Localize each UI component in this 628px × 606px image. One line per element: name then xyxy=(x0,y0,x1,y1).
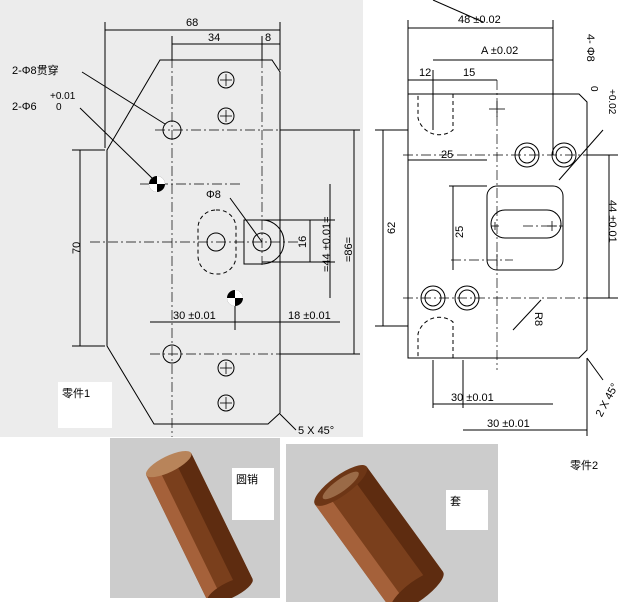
part1-label-text: 零件1 xyxy=(62,388,91,400)
slot-width: 16 xyxy=(297,236,309,248)
p2-radius: R8 xyxy=(532,312,544,326)
slot-dia: Φ8 xyxy=(206,189,221,201)
sleeve-label: 套 xyxy=(446,490,488,530)
p2-left-small: 12 xyxy=(419,67,431,79)
sleeve-illustration xyxy=(314,464,444,606)
pin-label-text: 圆销 xyxy=(236,474,258,486)
dim-top-small: 8 xyxy=(265,32,271,44)
dim-top-width: 68 xyxy=(186,17,198,29)
dim-top-inner: 34 xyxy=(208,32,220,44)
p2-bottom-pitch-1: 30 ±0.01 xyxy=(451,392,494,404)
h-pitch: 30 ±0.01 xyxy=(173,310,216,322)
dowel-marker xyxy=(149,176,165,192)
p2-bottom-pitch-2: 30 ±0.01 xyxy=(487,418,530,430)
tol-upper: +0.01 xyxy=(50,91,76,102)
p2-slot-height: 25 xyxy=(454,226,466,238)
tol-lower: 0 xyxy=(56,102,62,113)
hole6-note: 2-Φ6 xyxy=(12,101,37,113)
p2-top-width: 48 ±0.02 xyxy=(458,14,501,26)
pin-illustration xyxy=(145,450,253,604)
part1-outline xyxy=(106,59,281,425)
left-height: 70 xyxy=(71,242,83,254)
p2-chamfer: 2 X 45° xyxy=(594,381,622,419)
part2-drawing: 48 ±0.02 A ±0.02 12 15 4- Φ8 +0.02 0 25 … xyxy=(375,0,622,436)
p2-datum: A ±0.02 xyxy=(481,45,518,57)
pin-label: 圆销 xyxy=(232,468,274,520)
p2-hole-tol-upper: +0.02 xyxy=(606,89,617,115)
part2-label-text: 零件2 xyxy=(570,460,599,472)
right-offset: 18 ±0.01 xyxy=(288,310,331,322)
sleeve-label-text: 套 xyxy=(450,496,461,508)
part1-label: 零件1 xyxy=(58,382,112,428)
part1-drawing: 68 34 8 2-Φ8贯穿 +0.01 2-Φ6 0 Φ8 16 =44 ±0… xyxy=(12,17,360,437)
sleeve-render-panel: 套 xyxy=(286,444,498,606)
p2-hole-note: 4- Φ8 xyxy=(584,34,596,62)
center-pitch: =44 ±0.01= xyxy=(321,216,333,272)
p2-overall-height: 62 xyxy=(386,222,398,234)
dowel-marker xyxy=(227,290,243,306)
p2-upper-offset: 25 xyxy=(441,149,453,161)
part1-panel xyxy=(0,0,363,437)
p2-left-gap: 15 xyxy=(463,67,475,79)
chamfer: 5 X 45° xyxy=(298,425,334,437)
p2-hole-tol-lower: 0 xyxy=(588,86,599,92)
pin-render-panel: 圆销 xyxy=(110,438,280,604)
part2-label: 零件2 xyxy=(566,454,603,476)
p2-right-pitch: 44 ±0.01 xyxy=(606,200,618,243)
part2-outline xyxy=(407,93,588,359)
hole8-note: 2-Φ8贯穿 xyxy=(12,63,59,77)
overall-height: =86= xyxy=(343,237,355,262)
